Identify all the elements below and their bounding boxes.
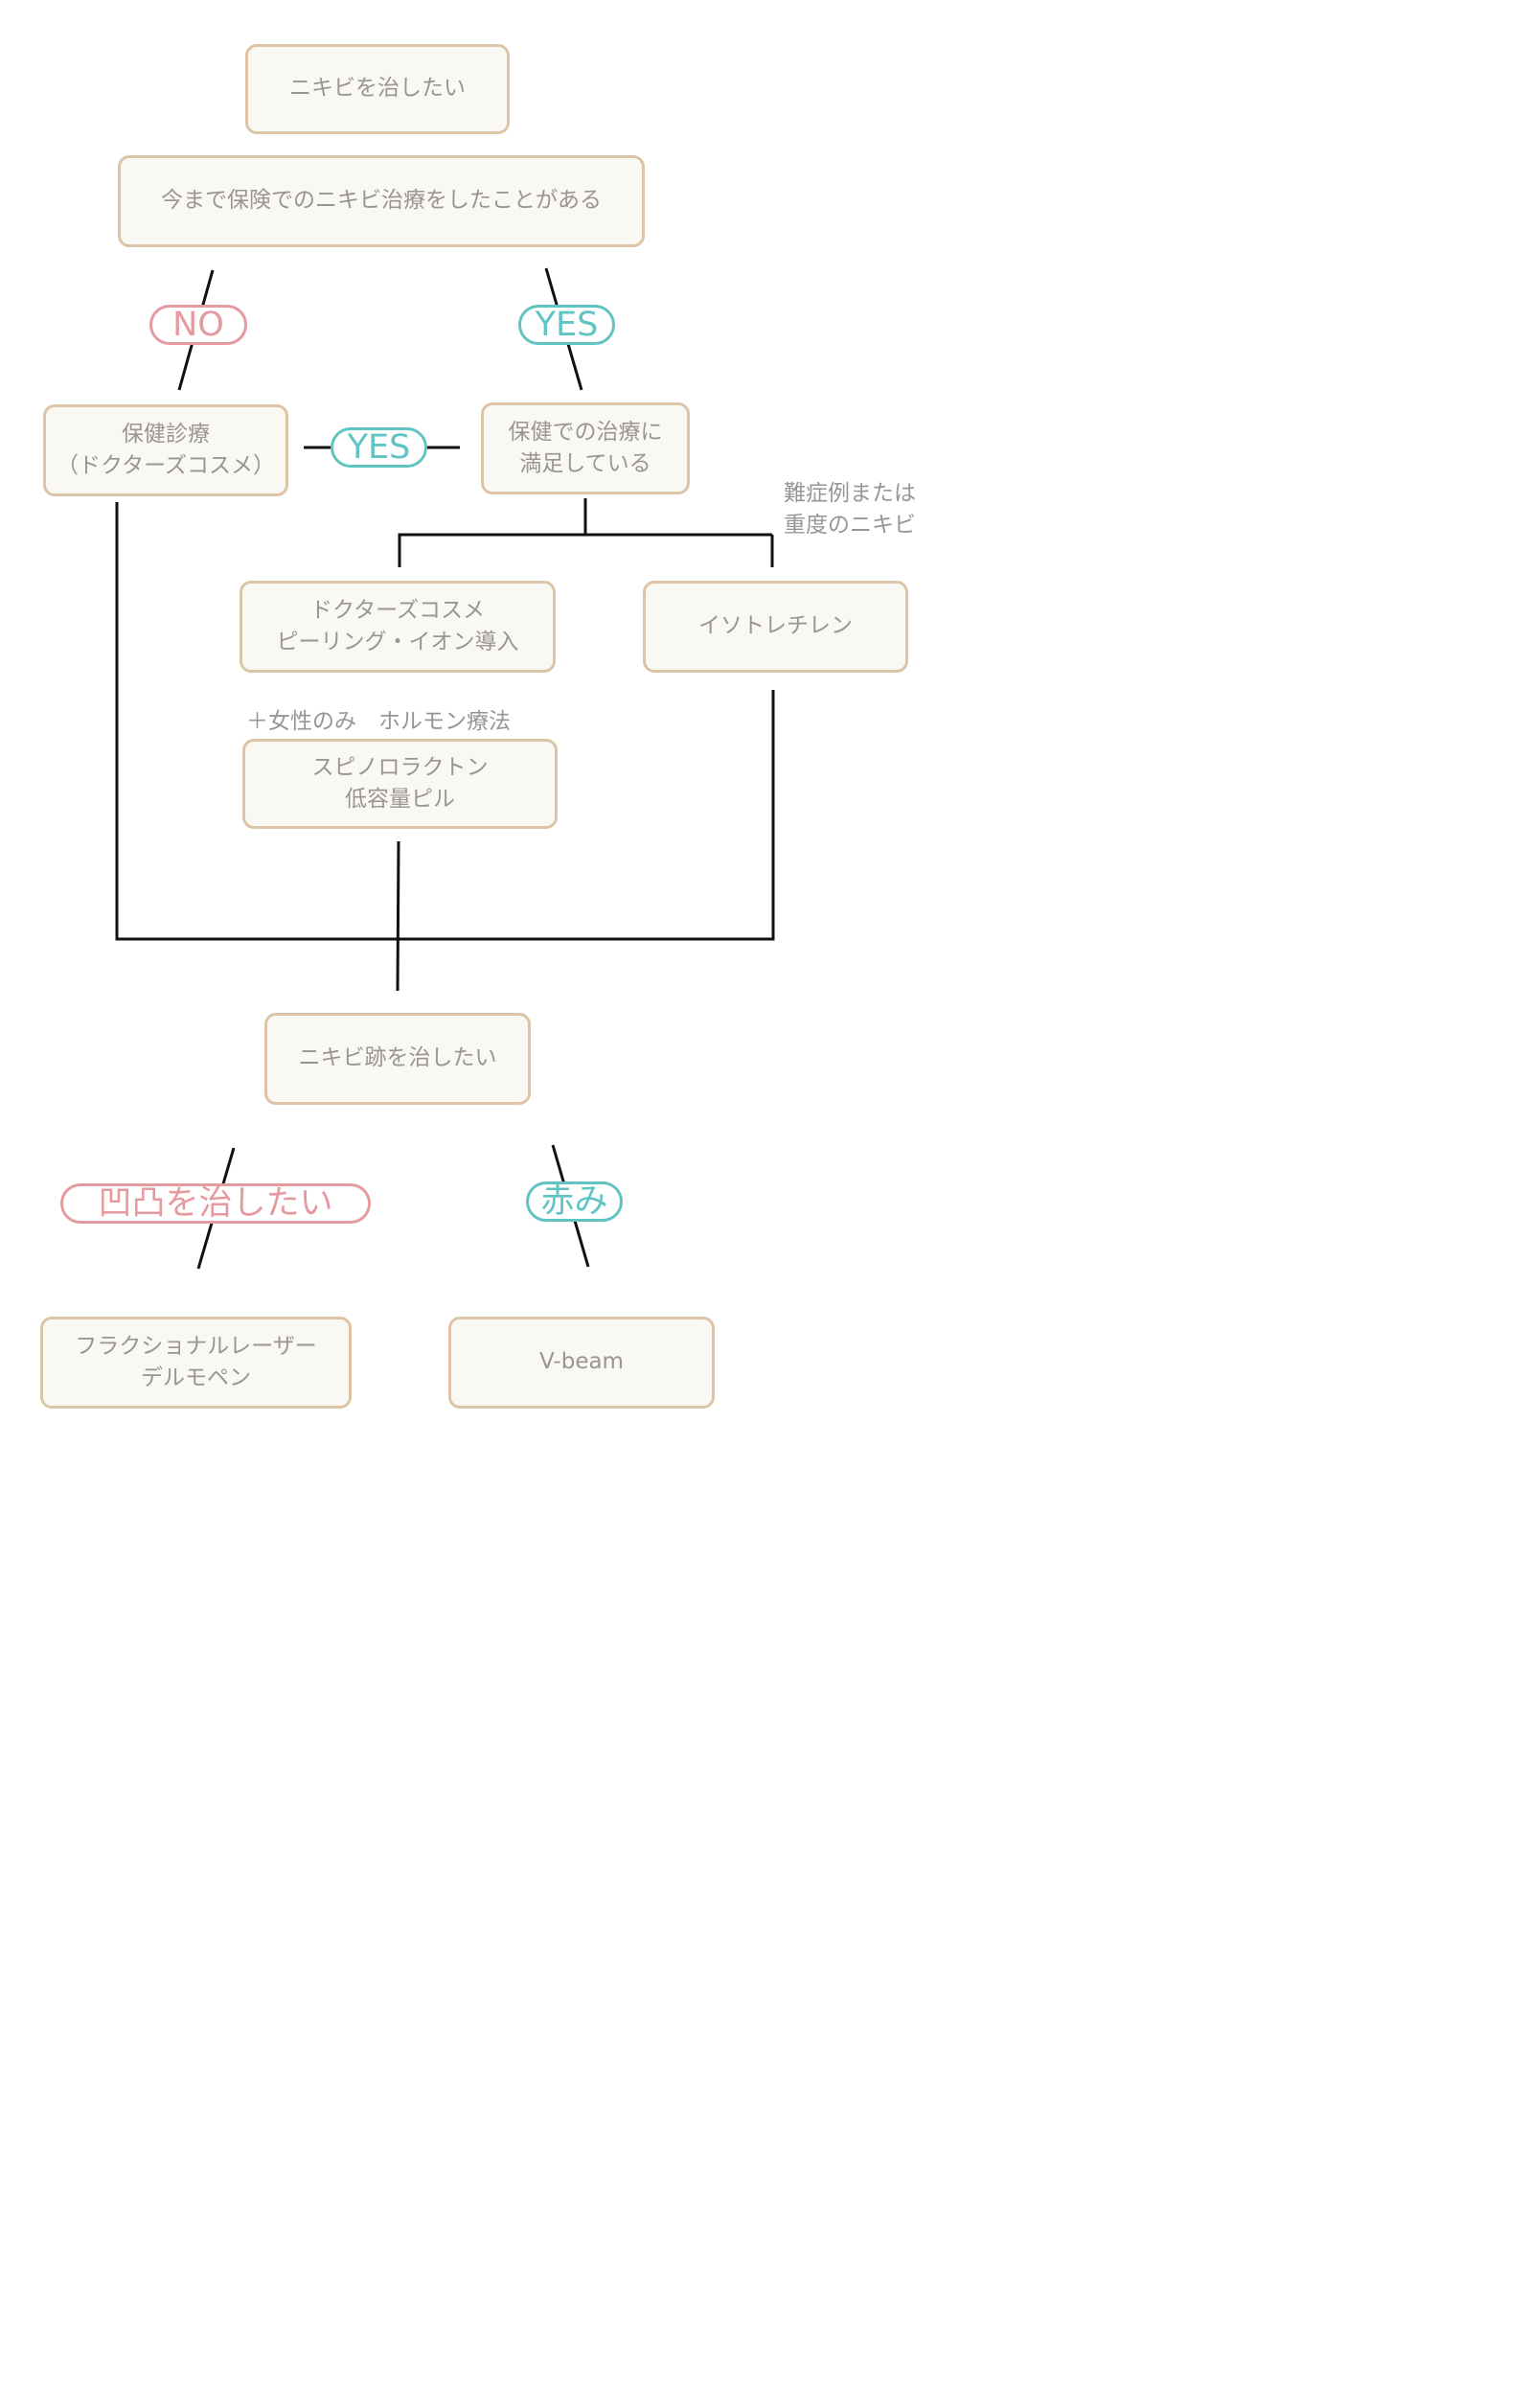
node-scar: ニキビ跡を治したい — [264, 1013, 531, 1105]
label-no: NO — [149, 305, 247, 345]
node-fractional: フラクショナルレーザー デルモペン — [40, 1317, 352, 1409]
node-isotretinoin: イソトレチレン — [643, 581, 908, 673]
node-satisfied: 保健での治療に 満足している — [481, 402, 690, 494]
node-spironolactone: スピノロラクトン 低容量ピル — [242, 739, 558, 829]
node-insurance-care: 保健診療 （ドクターズコスメ） — [43, 404, 288, 496]
node-cosmetics: ドクターズコスメ ピーリング・イオン導入 — [240, 581, 556, 673]
connector-split — [398, 498, 587, 567]
label-uneven: 凹凸を治したい — [60, 1183, 371, 1224]
node-vbeam: V-beam — [448, 1317, 715, 1409]
label-redness: 赤み — [526, 1181, 623, 1222]
label-yes-right: YES — [518, 305, 615, 345]
node-acne: ニキビを治したい — [245, 44, 510, 134]
node-insurance-history: 今まで保険でのニキビ治療をしたことがある — [118, 155, 645, 247]
note-severe: 難症例または 重度のニキビ — [784, 481, 916, 539]
label-yes-mid: YES — [331, 427, 427, 468]
connector-to-scar — [396, 840, 400, 992]
connector-merge — [115, 502, 775, 941]
note-hormone: ＋女性のみ ホルモン療法 — [246, 709, 511, 734]
